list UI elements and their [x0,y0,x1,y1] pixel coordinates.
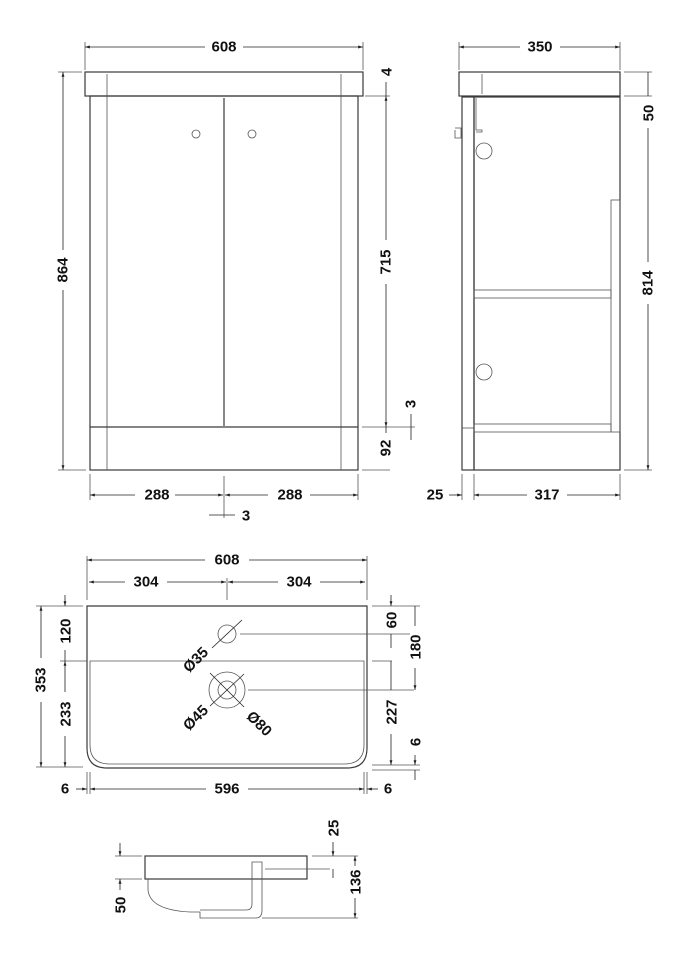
service-hole-bottom [475,363,493,381]
basin-bowl [89,660,365,765]
dim-tap-offset: 120 [58,618,75,643]
cabinet-body [89,95,359,471]
label-tap-hole: Ø35 [180,644,212,676]
dim-door-right: 288 [277,487,302,504]
dim-front-lip: 6 [408,738,425,746]
basin-section: 25 136 50 [113,820,365,919]
dim-width: 608 [211,39,236,56]
worktop [84,71,364,97]
dim-lip-left: 6 [61,781,69,798]
dim-inner-width: 596 [214,781,239,798]
dim-basin-width: 608 [214,552,239,569]
dim-bowl-depth: 233 [58,701,75,726]
door-knob-left [191,129,201,139]
dim-overall-depth: 353 [33,667,50,692]
side-view: 350 50 814 25 317 [427,39,658,504]
dim-rim: 25 [326,820,343,837]
dim-total-depth: 136 [348,869,365,894]
tap-hole [217,624,237,644]
basin-outline [86,605,368,769]
label-waste-outer: Ø80 [243,708,275,740]
side-body [473,96,621,471]
dim-body-depth: 317 [534,487,559,504]
dim-worktop-gap: 4 [379,67,396,76]
back-panel [461,96,475,471]
basin-bowl-section [147,861,263,919]
dim-body-height: 814 [640,270,657,296]
door-knob-right [247,129,257,139]
dim-depth: 350 [527,39,552,56]
dim-waste-to-front: 227 [384,699,401,724]
dim-door-gap: 3 [242,508,250,525]
dim-door-height: 715 [378,249,395,274]
door-edge [610,199,621,433]
dim-top-thickness: 50 [641,105,658,122]
front-view: 608 864 4 715 92 3 288 288 3 [55,39,420,525]
waste-outer [208,671,246,709]
dim-height: 864 [55,257,72,283]
base-shelf [473,423,612,433]
service-hole-top [475,142,493,160]
waste-inner [217,680,237,700]
dim-plinth-gap: 3 [403,400,420,408]
dim-back-panel: 25 [427,487,444,504]
dim-tap-to-back: 60 [384,612,401,629]
shelf [473,289,612,299]
dim-lip-right: 6 [384,781,392,798]
dim-bowl-drop: 50 [113,897,130,914]
label-waste-inner: Ø45 [180,702,212,734]
dim-half-right: 304 [286,574,312,591]
dim-door-left: 288 [144,487,169,504]
dim-plinth-height: 92 [378,440,395,457]
side-worktop [458,71,621,97]
basin-rim [144,855,308,880]
basin-top-view: Ø35 Ø45 Ø80 608 304 304 353 120 233 60 1… [33,552,425,798]
dim-half-left: 304 [133,574,159,591]
dim-waste-to-back: 180 [408,634,425,659]
